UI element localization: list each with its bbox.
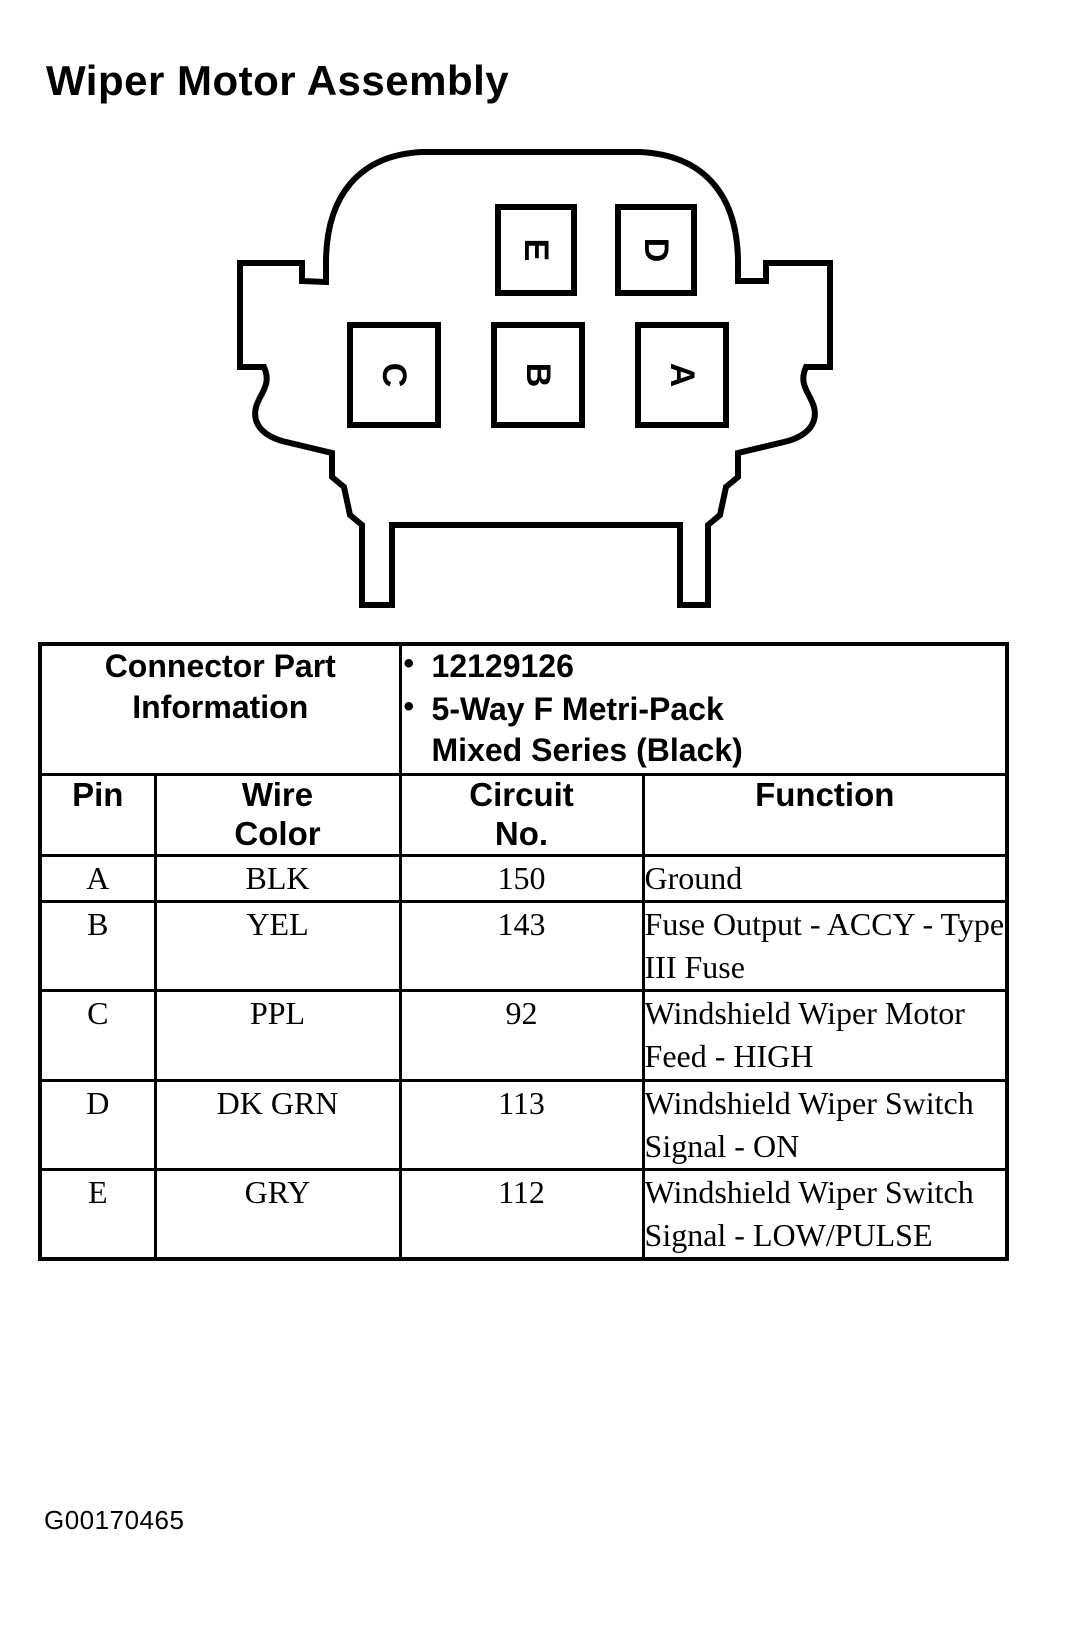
table-row-part-info: Connector Part Information 12129126 5-Wa… (37, 641, 1010, 776)
cell-pin: A (38, 853, 157, 903)
cell-function: Windshield Wiper Switch Signal - ON (641, 1078, 1010, 1172)
circuit-header-line2: No. (494, 814, 549, 852)
part-info-label-line1: Connector Part (104, 648, 336, 684)
table-row: C PPL 92 Windshield Wiper Motor Feed - H… (38, 989, 1010, 1082)
pin-label-A: A (663, 363, 701, 388)
connector-part-information-values: 12129126 5-Way F Metri-Pack Mixed Series… (398, 641, 1010, 776)
pin-cavity-A (635, 322, 729, 428)
connector-body-outline (237, 149, 833, 608)
column-header-pin: Pin (38, 772, 157, 857)
table-row: B YEL 143 Fuse Output - ACCY - Type III … (38, 899, 1010, 993)
cell-pin: D (38, 1078, 157, 1172)
cell-circuit-no: 143 (398, 899, 645, 993)
cell-function: Ground (641, 853, 1010, 903)
column-header-circuit-no: Circuit No. (398, 772, 645, 857)
cell-pin: B (38, 899, 157, 993)
pin-cavity-E (495, 204, 577, 296)
cell-circuit-no: 112 (398, 1168, 645, 1262)
part-info-item-part-number: 12129126 (402, 645, 1006, 687)
part-info-label-line2: Information (132, 688, 309, 725)
connector-face-diagram: E D C B A (210, 135, 850, 625)
cell-wire-color: YEL (153, 899, 402, 993)
cell-circuit-no: 150 (398, 853, 645, 903)
wire-color-header-line1: Wire (241, 775, 314, 813)
part-number-text: 12129126 (431, 648, 574, 684)
pin-label-D: D (637, 238, 675, 263)
connector-pinout-table: Connector Part Information 12129126 5-Wa… (37, 641, 1010, 1262)
part-info-list: 12129126 5-Way F Metri-Pack Mixed Series… (402, 645, 1006, 771)
column-header-function: Function (641, 772, 1010, 857)
cell-function: Windshield Wiper Motor Feed - HIGH (641, 989, 1010, 1082)
cell-wire-color: BLK (153, 853, 402, 903)
table-row: A BLK 150 Ground (38, 853, 1010, 903)
cell-wire-color: DK GRN (153, 1078, 402, 1172)
part-info-item-description: 5-Way F Metri-Pack Mixed Series (Black) (402, 688, 1006, 771)
cell-pin: C (38, 989, 157, 1082)
cell-function: Fuse Output - ACCY - Type III Fuse (641, 899, 1010, 993)
pin-cavity-B (491, 322, 585, 428)
column-header-wire-color: Wire Color (153, 772, 402, 857)
pin-label-E: E (517, 239, 555, 262)
cell-function: Windshield Wiper Switch Signal - LOW/PUL… (641, 1168, 1010, 1262)
connector-description-line1: 5-Way F Metri-Pack (431, 690, 724, 727)
circuit-header-line1: Circuit (469, 775, 574, 813)
pin-label-B: B (519, 363, 557, 388)
pin-label-C: C (375, 363, 413, 388)
cell-pin: E (38, 1168, 157, 1262)
pin-cavity-D (615, 204, 697, 296)
page-title: Wiper Motor Assembly (46, 57, 510, 104)
cell-circuit-no: 113 (398, 1078, 645, 1172)
connector-part-information-label: Connector Part Information (37, 641, 402, 776)
cell-wire-color: PPL (153, 989, 402, 1082)
connector-outline-svg: E D C B A (237, 149, 833, 608)
table-row: E GRY 112 Windshield Wiper Switch Signal… (38, 1168, 1010, 1262)
cell-circuit-no: 92 (398, 989, 645, 1082)
wire-color-header-line2: Color (234, 814, 321, 852)
cell-wire-color: GRY (153, 1168, 402, 1262)
connector-description-line2: Mixed Series (Black) (431, 731, 743, 768)
table-row: D DK GRN 113 Windshield Wiper Switch Sig… (38, 1078, 1010, 1172)
pin-cavity-C (347, 322, 441, 428)
figure-reference-code: G00170465 (44, 1505, 185, 1535)
table-header-row: Pin Wire Color Circuit No. Function (38, 772, 1010, 857)
